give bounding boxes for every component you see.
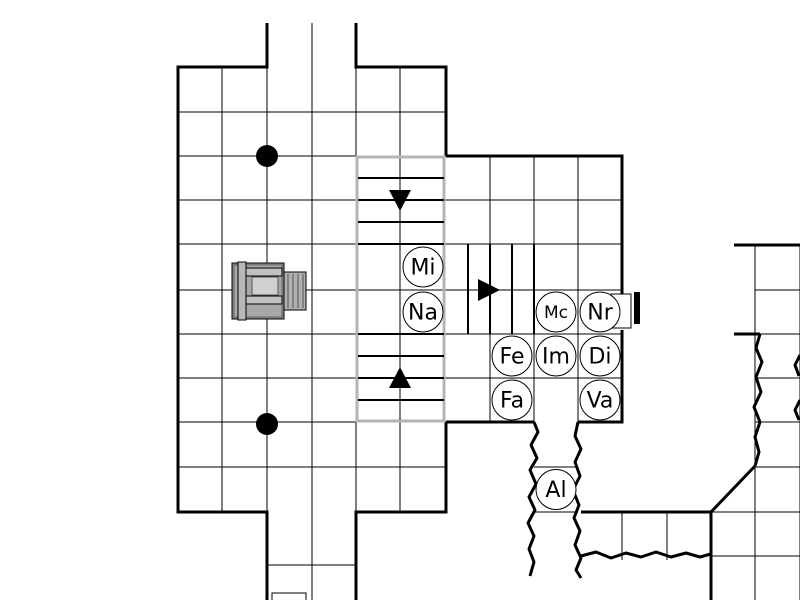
rough-cave-walls	[526, 333, 800, 579]
arrow-down-icon	[389, 190, 411, 211]
token-label: Mi	[410, 256, 435, 281]
token-circle[interactable]	[491, 379, 533, 421]
token-circle[interactable]	[535, 469, 577, 510]
token-im[interactable]: Im	[535, 335, 577, 377]
token-circle[interactable]	[579, 379, 621, 421]
token-mc[interactable]: Mc	[535, 291, 577, 333]
stairs-south	[358, 333, 444, 420]
token-label: Im	[542, 345, 570, 370]
token-label: Di	[588, 345, 611, 370]
token-label: Mc	[544, 303, 568, 323]
token-circle[interactable]	[402, 246, 444, 288]
pillar-south	[256, 413, 278, 435]
token-circle[interactable]	[535, 335, 577, 377]
token-label: Fa	[500, 389, 524, 414]
token-label: Nr	[587, 301, 613, 326]
token-circle[interactable]	[491, 335, 533, 377]
throne-icon	[231, 261, 307, 321]
token-fa[interactable]: Fa	[491, 379, 533, 421]
token-na[interactable]: Na	[402, 291, 444, 333]
token-circle[interactable]	[579, 335, 621, 377]
token-circle[interactable]	[402, 291, 444, 333]
token-circle[interactable]	[535, 291, 577, 333]
main-hall-grid	[178, 23, 446, 600]
stair-area-highlight	[355, 155, 446, 423]
token-circle[interactable]	[579, 291, 621, 333]
token-mi[interactable]: Mi	[402, 246, 444, 288]
token-va[interactable]: Va	[579, 379, 621, 421]
bottom-structure	[271, 592, 307, 600]
pillars	[256, 145, 278, 435]
token-label: Va	[587, 389, 614, 414]
arrow-right-icon	[478, 279, 500, 301]
stairs-north	[358, 176, 444, 245]
token-fe[interactable]: Fe	[491, 335, 533, 377]
token-al[interactable]: Al	[535, 469, 577, 510]
arrow-up-icon	[389, 367, 411, 388]
token-di[interactable]: Di	[579, 335, 621, 377]
token-nr[interactable]: Nr	[579, 291, 621, 333]
pillar-north	[256, 145, 278, 167]
token-label: Fe	[500, 345, 525, 370]
token-label: Na	[408, 301, 438, 326]
walls	[176, 23, 800, 600]
token-label: Al	[545, 478, 566, 503]
